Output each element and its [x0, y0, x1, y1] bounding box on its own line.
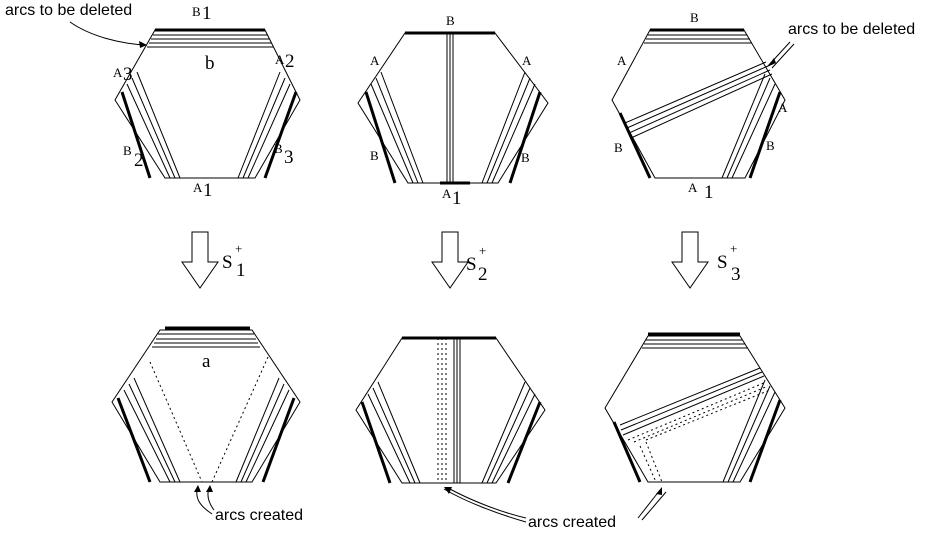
panel3-top-B: B: [690, 10, 699, 25]
panel1-top-1: 1: [202, 3, 212, 24]
operator-1-sup: +: [235, 241, 242, 256]
down-arrow-1: [181, 231, 219, 289]
panel2-left-A: A: [370, 53, 380, 68]
arcs-to-be-deleted-label-right: arcs to be deleted: [788, 21, 915, 38]
down-arrow-2: [431, 231, 469, 289]
panel-1-hexagon: [114, 28, 301, 179]
panel1-A3-3: 3: [123, 64, 133, 85]
panel2-right-B: B: [521, 150, 530, 165]
panel3-right-B: B: [766, 138, 775, 153]
panel1-B3-3: 3: [284, 147, 294, 168]
panel1-label-b: b: [205, 53, 215, 74]
panel1-A2-A: A: [275, 52, 285, 67]
panel1-A2-2: 2: [285, 51, 295, 72]
panel1-B2-B: B: [123, 143, 132, 158]
arcs-deleted-pointer-left: [69, 21, 148, 46]
arrowhead-icon: [767, 58, 776, 67]
panel3-left-B: B: [614, 140, 623, 155]
arrowhead-icon: [206, 485, 213, 492]
arrowhead-icon: [656, 487, 662, 495]
result1-label-a: a: [202, 351, 211, 372]
arcs-created-label-left: arcs created: [215, 507, 303, 524]
panel1-B3-B: B: [274, 141, 283, 156]
arcs-created-label-right: arcs created: [528, 514, 616, 531]
operator-1-sub: 1: [236, 260, 246, 281]
arcs-to-be-deleted-label-left: arcs to be deleted: [5, 2, 132, 19]
result-2-hexagon: [355, 336, 546, 484]
panel1-top-B: B: [192, 4, 201, 19]
operator-3-base: S: [717, 252, 728, 273]
panel1-A1-1: 1: [203, 180, 213, 201]
panel1-B2-2: 2: [134, 150, 144, 171]
arcs-created-pointer-right-1: [637, 489, 661, 519]
arrowhead-icon: [139, 41, 147, 48]
operator-2-sup: +: [479, 243, 486, 258]
operator-1-base: S: [222, 252, 233, 273]
panel-3-hexagon: [611, 28, 786, 179]
panel3-bottom-A: A: [688, 180, 698, 195]
arcs-created-pointer-mid-1: [447, 487, 527, 519]
operator-3-sup: +: [730, 241, 737, 256]
panel3-left-A: A: [617, 53, 627, 68]
operator-2-base: S: [466, 254, 477, 275]
result-1-hexagon: [111, 326, 301, 483]
panel3-right-A: A: [778, 100, 788, 115]
arrowhead-icon: [444, 487, 452, 494]
panel3-bottom-1: 1: [704, 182, 714, 203]
panel2-top-B: B: [446, 13, 455, 28]
arrowhead-icon: [194, 485, 201, 492]
operator-3-sub: 3: [731, 264, 741, 285]
panel2-left-B: B: [370, 148, 379, 163]
panel1-A1-A: A: [193, 180, 203, 195]
panel1-A3-A: A: [113, 65, 123, 80]
panel-2-hexagon: [357, 31, 549, 185]
arcs-created-pointer-right-2: [641, 491, 667, 521]
panel2-bottom-1: 1: [452, 188, 462, 209]
panel2-right-A: A: [522, 53, 532, 68]
panel2-bottom-A: A: [442, 186, 452, 201]
down-arrow-3: [671, 231, 709, 289]
arcs-created-pointer-mid-2: [443, 488, 527, 523]
result-3-hexagon: [604, 332, 786, 483]
operator-2-sub: 2: [478, 264, 488, 285]
